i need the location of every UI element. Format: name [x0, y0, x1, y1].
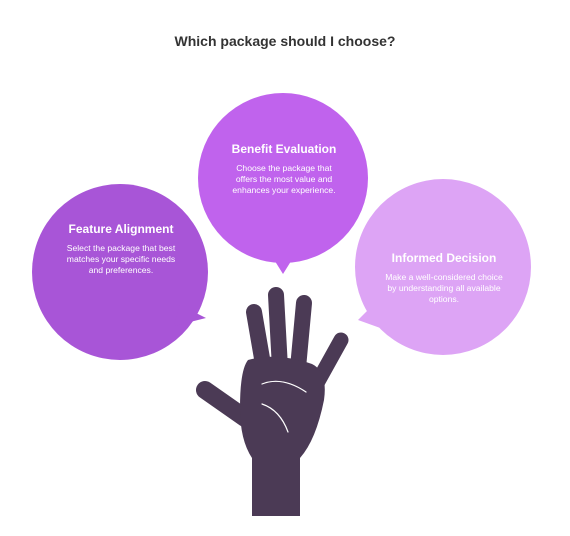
option-description: Make a well-considered choice by underst…: [385, 272, 503, 304]
option-description: Select the package that best matches you…: [66, 243, 176, 275]
bubble-feature-alignment: [32, 184, 208, 360]
raised-hand-icon: [196, 287, 349, 516]
option-informed-decision: Informed Decision Make a well-considered…: [385, 251, 503, 305]
option-heading: Benefit Evaluation: [231, 142, 337, 156]
option-heading: Informed Decision: [391, 251, 497, 265]
option-description: Choose the package that offers the most …: [232, 163, 336, 195]
bubble-benefit-evaluation: [198, 93, 368, 274]
option-feature-alignment: Feature Alignment Select the package tha…: [62, 222, 180, 276]
diagram-title: Which package should I choose?: [174, 33, 396, 49]
option-heading: Feature Alignment: [68, 222, 174, 236]
bubble-informed-decision: [355, 179, 531, 355]
option-benefit-evaluation: Benefit Evaluation Choose the package th…: [225, 142, 343, 196]
